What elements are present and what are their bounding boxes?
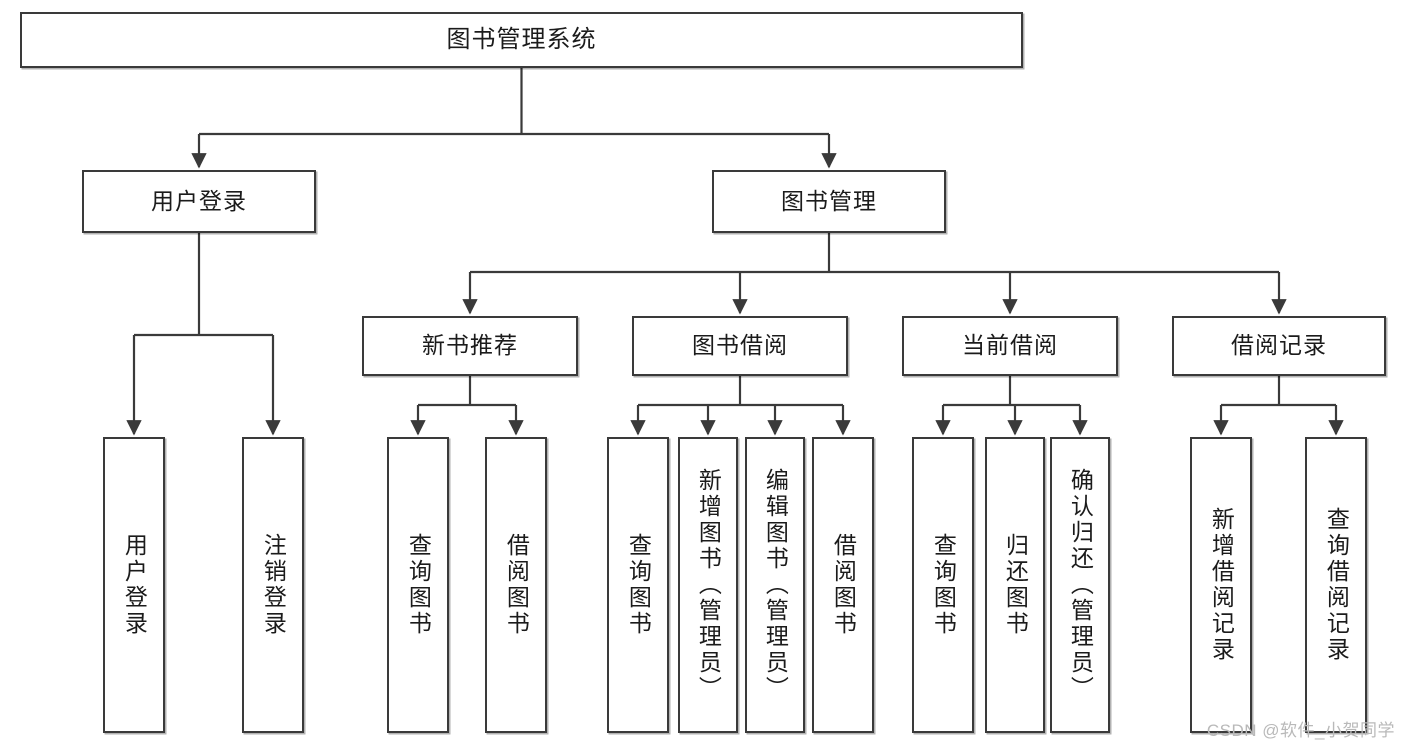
node-label: 新增图书（管理员） (695, 468, 722, 702)
node-label: 借阅图书 (503, 533, 530, 637)
node-borrow-record[interactable]: 借阅记录 (1172, 316, 1386, 376)
node-leaf-add-borrow-record[interactable]: 新增借阅记录 (1190, 437, 1252, 733)
node-label: 查询借阅记录 (1323, 507, 1350, 663)
node-label: 新增借阅记录 (1208, 507, 1235, 663)
node-label: 用户登录 (121, 533, 148, 637)
node-leaf-return-book[interactable]: 归还图书 (985, 437, 1045, 733)
node-leaf-query-book-cb[interactable]: 查询图书 (912, 437, 974, 733)
node-label: 图书管理 (781, 187, 877, 214)
node-label: 新书推荐 (422, 332, 518, 359)
node-label: 当前借阅 (962, 332, 1058, 359)
node-leaf-edit-book-admin[interactable]: 编辑图书（管理员） (745, 437, 805, 733)
node-label: 借阅图书 (830, 533, 857, 637)
node-label: 查询图书 (930, 533, 957, 637)
node-leaf-logout-login[interactable]: 注销登录 (242, 437, 304, 733)
node-user-login[interactable]: 用户登录 (82, 170, 316, 233)
node-label: 注销登录 (260, 533, 287, 637)
node-book-borrow[interactable]: 图书借阅 (632, 316, 848, 376)
node-label: 确认归还（管理员） (1067, 468, 1094, 702)
node-label: 归还图书 (1002, 533, 1029, 637)
node-leaf-query-borrow-record[interactable]: 查询借阅记录 (1305, 437, 1367, 733)
node-root[interactable]: 图书管理系统 (20, 12, 1023, 68)
node-leaf-borrow-book-rec[interactable]: 借阅图书 (485, 437, 547, 733)
node-leaf-borrow-book-bb[interactable]: 借阅图书 (812, 437, 874, 733)
node-leaf-query-book-bb[interactable]: 查询图书 (607, 437, 669, 733)
node-label: 查询图书 (405, 533, 432, 637)
node-leaf-query-book-rec[interactable]: 查询图书 (387, 437, 449, 733)
node-current-borrow[interactable]: 当前借阅 (902, 316, 1118, 376)
node-label: 用户登录 (151, 187, 247, 214)
node-label: 图书借阅 (692, 332, 788, 359)
node-leaf-confirm-return-admin[interactable]: 确认归还（管理员） (1050, 437, 1110, 733)
node-label: 查询图书 (625, 533, 652, 637)
node-leaf-user-login[interactable]: 用户登录 (103, 437, 165, 733)
node-label: 编辑图书（管理员） (762, 468, 789, 702)
node-new-book-rec[interactable]: 新书推荐 (362, 316, 578, 376)
node-leaf-add-book-admin[interactable]: 新增图书（管理员） (678, 437, 738, 733)
node-label: 借阅记录 (1231, 332, 1327, 359)
node-label: 图书管理系统 (446, 25, 597, 53)
node-book-manage[interactable]: 图书管理 (712, 170, 946, 233)
watermark-label: CSDN @软件_小贺同学 (1206, 721, 1395, 740)
